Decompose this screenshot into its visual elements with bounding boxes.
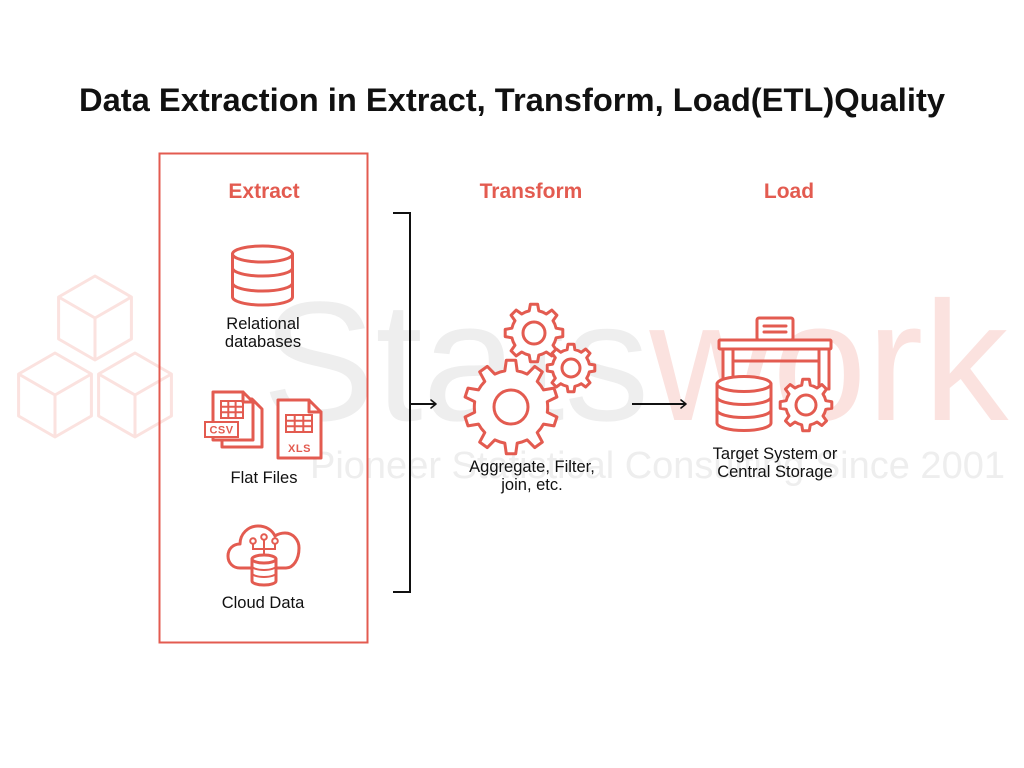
storage-database-rings [715,395,773,419]
cloud-outline [226,524,301,570]
storage-database-top [715,375,773,393]
cloud-database-rings [251,565,277,578]
extract-frame [158,152,369,644]
transform-label-line2: join, etc. [500,476,562,494]
cloud-network-lines [252,540,276,555]
load-label: Target System or [713,445,838,463]
transform-label: Aggregate, Filter, [469,458,595,476]
source-label-relational-line2: databases [225,333,301,351]
database-top [231,244,294,264]
arrow-right-icon [409,399,437,409]
xls-file-icon: XLS [276,398,323,460]
gear-hub [492,388,530,426]
watermark-tagline: Pioneer Statistical Consulting Since 200… [310,445,1005,487]
cloud-database-body [250,557,278,587]
xls-grid [285,414,313,433]
arrow-head [430,399,437,409]
gears-icon [463,302,597,456]
source-label-flat-files: Flat Files [231,469,298,487]
bracket-icon [393,212,411,593]
cube-edges [17,372,93,437]
cloud-node [260,533,268,541]
load-heading: Load [764,180,814,203]
storage-beam [717,338,833,351]
transform-heading: Transform [480,180,583,203]
storage-leg-right [817,347,831,391]
arrow-right-icon [632,399,687,409]
gear-hub [794,393,818,417]
cloud-node [249,537,257,545]
xls-page-fold [307,398,323,414]
transform-stage: Transform Aggregate, Filter, join, etc. [463,180,597,494]
watermark-brand: Statswork [262,267,1009,457]
gear-hub [521,320,547,346]
flat-files-icon: CSV XLS [204,390,323,460]
source-label-cloud: Cloud Data [222,594,305,612]
gear-small-top-icon [503,302,565,364]
arrow-head [680,399,687,409]
xls-badge-text: XLS [288,443,311,455]
csv-grid [220,400,244,419]
cube-edges [97,372,173,437]
page-title: Data Extraction in Extract, Transform, L… [79,82,945,118]
csv-file-icon: CSV [204,390,264,449]
cubes-logo-icon [17,274,173,439]
database-icon [231,244,294,307]
source-label-relational: Relational [226,315,299,333]
storage-system-icon [715,316,834,433]
storage-database-icon [715,375,773,432]
load-label-line2: Central Storage [717,463,833,481]
database-rings [231,266,294,293]
storage-database-body [715,382,773,432]
cube-edges [57,295,133,360]
extract-heading: Extract [228,180,299,203]
storage-gear-icon [778,377,834,433]
extract-stage: Extract Relational databases CSV [158,152,369,644]
cloud-database-icon [226,524,301,587]
storage-tray [755,316,795,342]
database-body [231,252,294,307]
gear-large-icon [463,358,559,456]
storage-tray-lines [762,324,788,334]
gear-small-right-icon [545,342,597,394]
gear-hub [560,357,582,379]
load-stage: Load Target System or Central Storage [713,180,838,481]
cloud-database-top [250,553,278,565]
csv-grid-lines [221,401,243,418]
csv-badge [204,421,239,438]
csv-badge-text: CSV [209,425,233,437]
cloud-node [271,537,279,545]
xls-grid-lines [286,415,312,432]
